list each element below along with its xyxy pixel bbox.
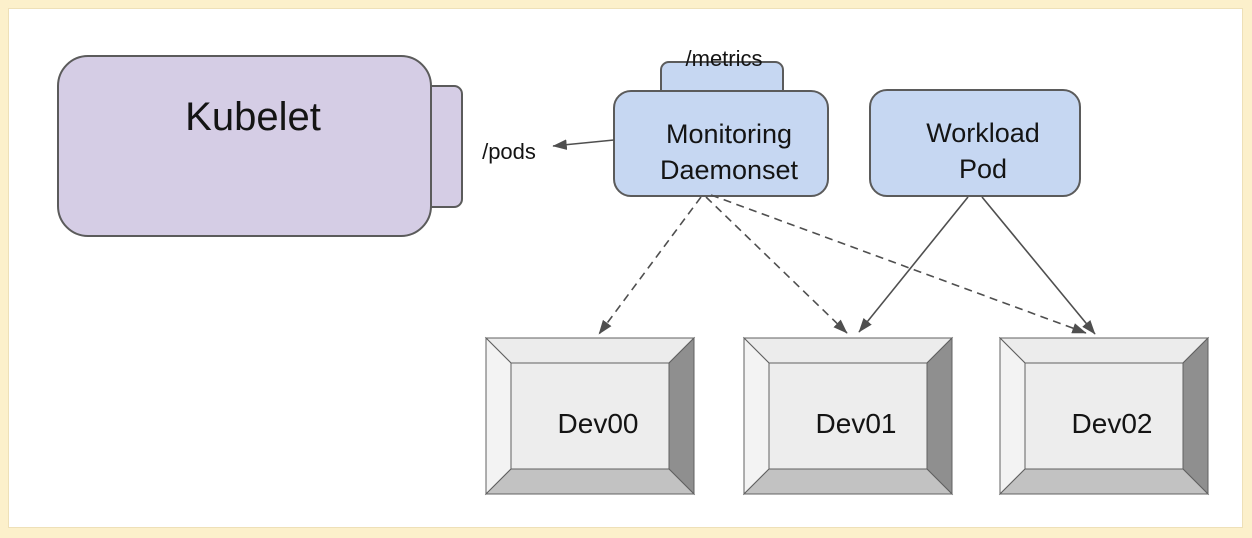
bevel-top-facet [998,337,1210,364]
bevel-left-facet [485,336,512,496]
diagram-shapes [57,55,1210,496]
kubelet-box [57,55,432,237]
dev02-label: Dev02 [1071,408,1153,439]
dev02-box [998,336,1210,496]
edge-workload-to-dev02 [981,196,1096,335]
edge-daemonset-to-dev01 [705,196,848,334]
dev01-label: Dev01 [815,408,897,439]
monitoring-daemonset-label: Monitoring Daemonset [659,118,799,185]
pods-endpoint-label: /pods [482,139,536,164]
edge-daemonset-to-dev00 [598,196,702,335]
edge-daemonset-to-dev02 [710,194,1087,334]
bevel-face [510,362,670,470]
bevel-left-facet [743,336,770,496]
workload-pod-label: Workload Pod [926,118,1040,184]
workload-pod-box [869,89,1081,197]
bevel-top-facet [742,337,954,364]
edge-workload-to-dev01 [858,196,969,333]
dev00-box [484,336,696,496]
bevel-face [1024,362,1184,470]
bevel-left-facet [999,336,1026,496]
diagram-canvas: Kubelet /pods /metrics Monitoring Daemon… [8,8,1243,528]
dev01-box [742,336,954,496]
dev00-label: Dev00 [557,408,639,439]
metrics-endpoint-label: /metrics [685,46,763,71]
edge-daemonset-to-pods [552,139,615,150]
bevel-face [768,362,928,470]
kubelet-label: Kubelet [185,95,321,139]
bevel-top-facet [484,337,696,364]
monitoring-daemonset-box [613,90,829,197]
